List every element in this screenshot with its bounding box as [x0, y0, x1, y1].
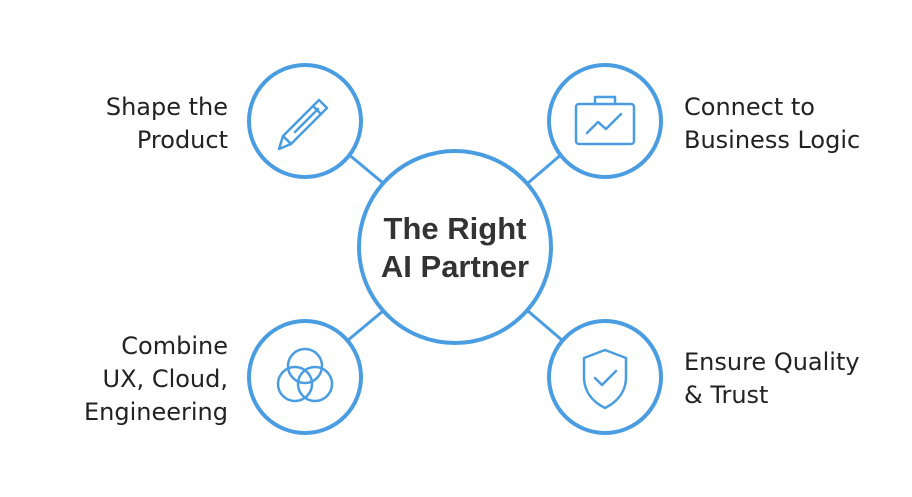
venn-circles-icon [276, 347, 334, 403]
label-connect-line2: Business Logic [684, 126, 861, 154]
label-ensure-line2: & Trust [684, 381, 769, 409]
label-shape-line2: Product [136, 126, 228, 154]
center-hub-circle [357, 149, 553, 345]
label-connect-line1: Connect to [684, 93, 815, 121]
center-title: The Right AI Partner [355, 210, 555, 286]
connector-combine [346, 309, 384, 343]
label-combine-line1: Combine [121, 332, 228, 360]
node-combine-circle [247, 319, 363, 435]
shield-check-icon [582, 348, 628, 410]
connector-ensure [527, 309, 564, 343]
node-ensure-circle [547, 319, 663, 435]
connector-connect [527, 151, 564, 185]
label-shape-the-product: Shape the Product [20, 91, 228, 157]
label-ensure-line1: Ensure Quality [684, 348, 860, 376]
label-connect-business-logic: Connect to Business Logic [684, 91, 904, 157]
label-combine-line2: UX, Cloud, [102, 365, 228, 393]
center-title-line1: The Right [383, 211, 527, 246]
pencil-icon [277, 98, 329, 151]
label-combine-ux-cloud-engineering: Combine UX, Cloud, Engineering [20, 330, 228, 429]
label-shape-line1: Shape the [105, 93, 228, 121]
center-title-line2: AI Partner [380, 249, 530, 284]
node-connect-circle [547, 63, 663, 179]
label-ensure-quality-trust: Ensure Quality & Trust [684, 346, 904, 412]
label-combine-line3: Engineering [84, 398, 228, 426]
connector-shape [346, 151, 384, 185]
briefcase-chart-icon [574, 95, 636, 146]
